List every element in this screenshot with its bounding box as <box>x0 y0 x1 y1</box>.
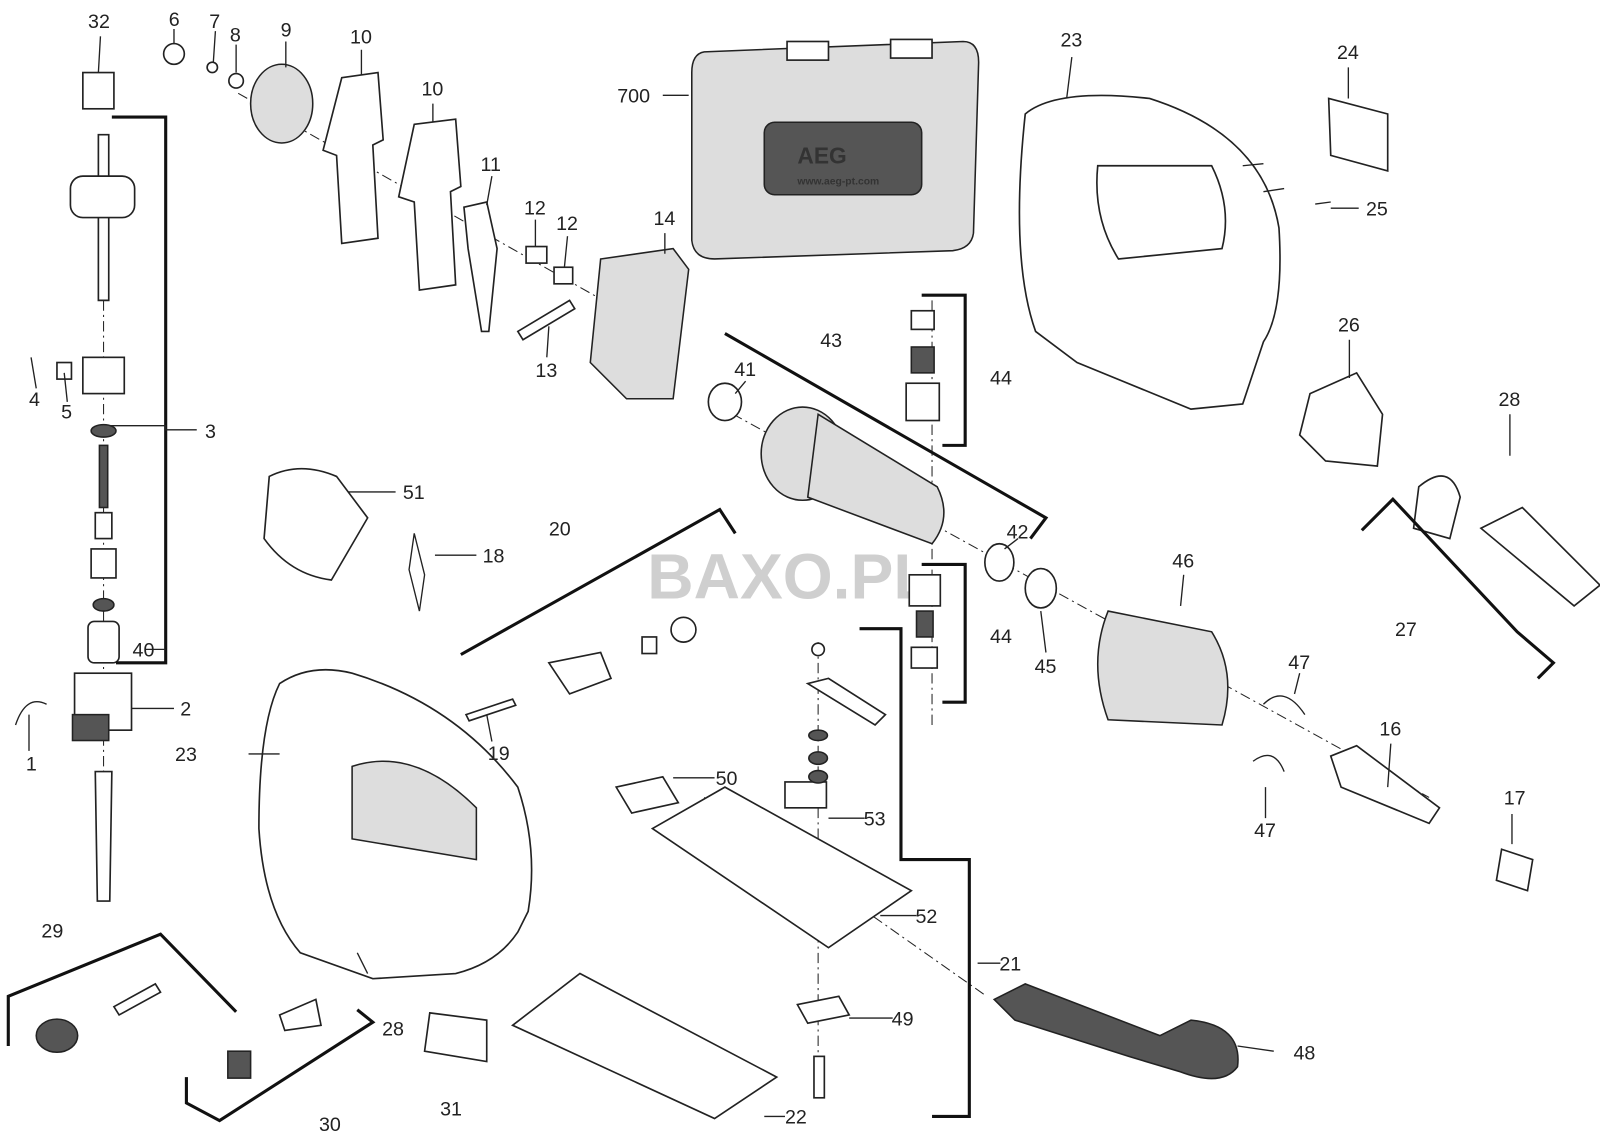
stator-part <box>1097 610 1229 726</box>
callout-44: 44 <box>990 626 1012 648</box>
callout-5: 5 <box>61 401 72 423</box>
callout-23: 23 <box>1060 30 1082 52</box>
callout-12: 12 <box>556 213 578 235</box>
callout-4: 4 <box>29 389 40 411</box>
callout-700: 700 <box>617 86 650 108</box>
callout-16: 16 <box>1379 718 1401 740</box>
case-brand: AEG <box>797 143 846 169</box>
watermark: BAXO.PL <box>647 541 932 613</box>
callout-28: 28 <box>382 1019 404 1041</box>
callout-46: 46 <box>1172 551 1194 573</box>
callout-41: 41 <box>734 359 756 381</box>
case-url: www.aeg-pt.com <box>796 176 879 187</box>
callout-3: 3 <box>205 421 216 443</box>
callout-10: 10 <box>350 27 372 49</box>
callout-20: 20 <box>549 518 571 540</box>
callout-49: 49 <box>892 1008 914 1030</box>
callout-18: 18 <box>483 545 505 567</box>
callout-47: 47 <box>1288 652 1310 674</box>
callout-42: 42 <box>1007 522 1029 544</box>
callout-44: 44 <box>990 367 1012 389</box>
callout-13: 13 <box>535 360 557 382</box>
callout-30: 30 <box>319 1114 341 1131</box>
armature-part <box>707 309 1058 669</box>
callout-27: 27 <box>1395 619 1417 641</box>
callout-2: 2 <box>180 699 191 721</box>
callout-8: 8 <box>230 24 241 46</box>
callout-48: 48 <box>1293 1042 1315 1064</box>
callout-52: 52 <box>915 906 937 928</box>
callout-19: 19 <box>488 743 510 765</box>
callout-17: 17 <box>1504 788 1526 810</box>
callout-10: 10 <box>421 78 443 100</box>
callout-22: 22 <box>785 1107 807 1129</box>
callout-29: 29 <box>41 920 63 942</box>
callout-50: 50 <box>716 768 738 790</box>
callout-6: 6 <box>169 9 180 31</box>
callout-11: 11 <box>481 154 501 176</box>
callout-12: 12 <box>524 197 546 219</box>
callout-7: 7 <box>209 11 220 33</box>
callout-51: 51 <box>403 482 425 504</box>
callout-53: 53 <box>864 808 886 830</box>
callout-23: 23 <box>175 744 197 766</box>
callout-24: 24 <box>1337 42 1359 64</box>
callout-45: 45 <box>1035 656 1057 678</box>
callout-25: 25 <box>1366 198 1388 220</box>
callout-43: 43 <box>820 330 842 352</box>
callout-14: 14 <box>653 208 675 230</box>
callout-26: 26 <box>1338 314 1360 336</box>
callout-9: 9 <box>281 19 292 41</box>
callout-21: 21 <box>999 953 1021 975</box>
callout-28: 28 <box>1499 389 1521 411</box>
callout-47: 47 <box>1254 820 1276 842</box>
callout-1: 1 <box>26 754 37 776</box>
part-32 <box>82 71 115 110</box>
callout-31: 31 <box>440 1098 462 1120</box>
callout-40: 40 <box>133 640 155 662</box>
carrying-case-part: AEG www.aeg-pt.com <box>691 38 980 260</box>
callout-32: 32 <box>88 11 110 33</box>
